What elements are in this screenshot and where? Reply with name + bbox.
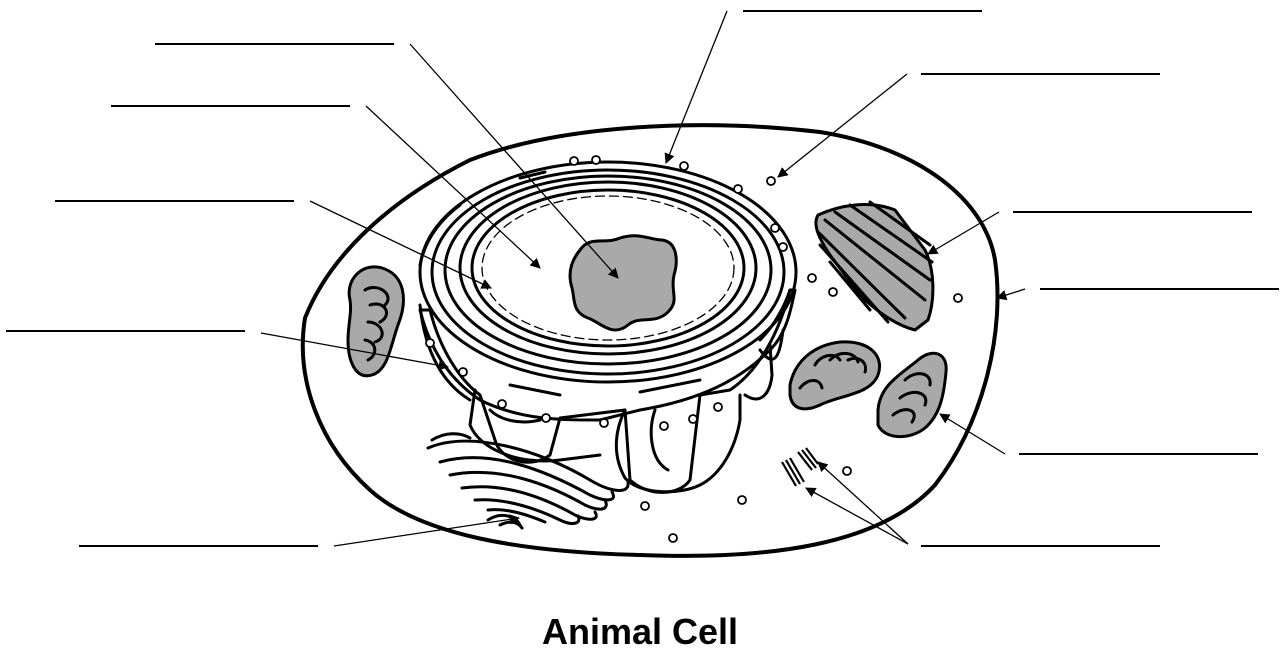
centrioles bbox=[782, 448, 818, 486]
pointer-vesicle bbox=[778, 74, 907, 177]
pointer-cell-membrane-right bbox=[997, 289, 1025, 298]
mitochondrion-right bbox=[878, 353, 946, 436]
pointer-cell-membrane-top bbox=[666, 11, 727, 163]
nucleolus bbox=[570, 236, 676, 330]
mitochondrion-left bbox=[348, 267, 403, 376]
mitochondrion-center bbox=[790, 342, 880, 409]
cytoskeleton-bundle bbox=[816, 202, 933, 330]
diagram-title: Animal Cell bbox=[0, 612, 1280, 652]
